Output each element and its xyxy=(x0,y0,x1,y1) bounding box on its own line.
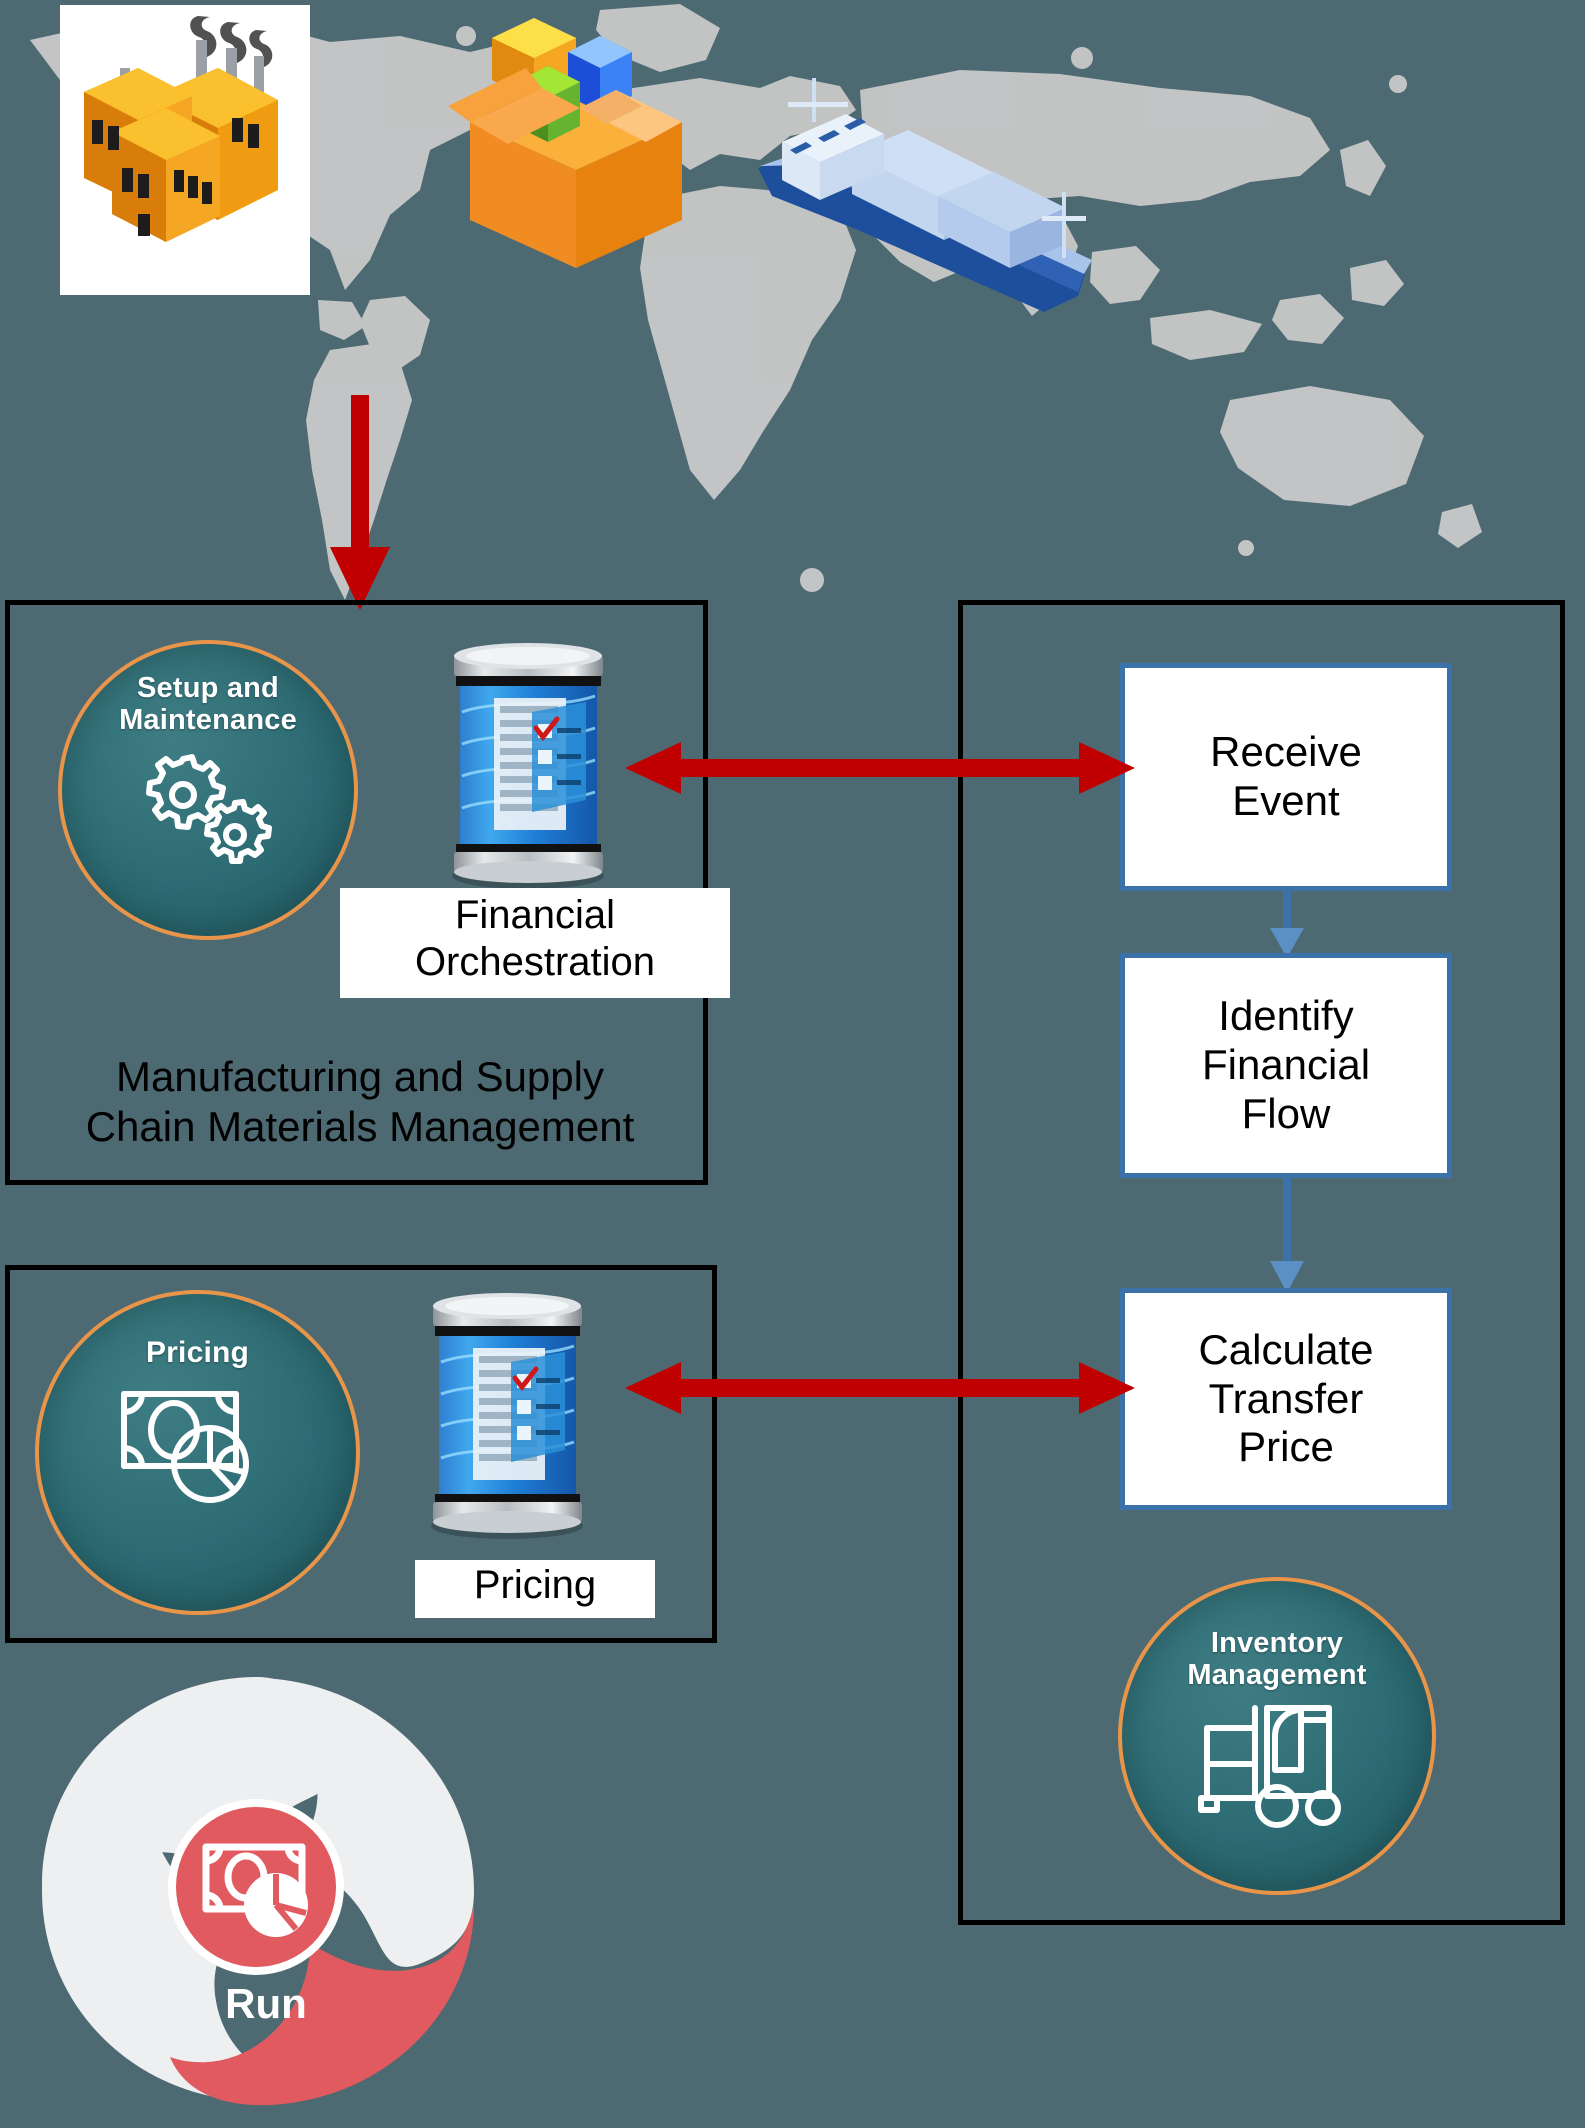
double-arrow-orchestration-event xyxy=(625,742,1135,794)
flowbox-identify-financial-flow[interactable]: Identify Financial Flow xyxy=(1120,953,1452,1178)
connector-identify-to-calculate xyxy=(1270,1175,1304,1293)
caption-pricing: Pricing xyxy=(415,1560,655,1618)
badge-inventory-label: Inventory Management xyxy=(1187,1627,1367,1692)
caption-financial-orchestration: Financial Orchestration xyxy=(340,888,730,998)
factory-icon xyxy=(84,16,278,242)
badge-setup-label: Setup and Maintenance xyxy=(119,672,297,737)
package-box-icon xyxy=(448,18,682,268)
panel-manufacturing-title: Manufacturing and Supply Chain Materials… xyxy=(85,1053,635,1150)
cylinder-database-icon-pricing xyxy=(431,1293,583,1539)
container-ship-icon xyxy=(758,78,1092,312)
flowbox-calculate-transfer-price[interactable]: Calculate Transfer Price xyxy=(1120,1288,1452,1510)
panel-pricing xyxy=(5,1265,717,1643)
badge-setup-and-maintenance[interactable]: Setup and Maintenance xyxy=(58,640,358,940)
badge-pricing[interactable]: Pricing xyxy=(35,1290,360,1615)
red-down-arrow-icon xyxy=(330,395,390,610)
gears-icon xyxy=(146,753,272,864)
run-logo-label: Run xyxy=(225,1980,307,2027)
double-arrow-pricing-transfer-price xyxy=(625,1362,1135,1414)
badge-inventory-management[interactable]: Inventory Management xyxy=(1118,1577,1436,1895)
connector-receive-to-identify xyxy=(1270,888,1304,958)
forklift-icon xyxy=(1198,1704,1341,1828)
flowbox-receive-event[interactable]: Receive Event xyxy=(1120,663,1452,891)
money-pie-chart-icon xyxy=(120,1390,249,1503)
cylinder-database-icon-financial xyxy=(452,643,604,889)
badge-pricing-label: Pricing xyxy=(145,1336,250,1369)
run-logo[interactable] xyxy=(8,1655,508,2120)
panel-process-flow xyxy=(958,600,1565,1925)
